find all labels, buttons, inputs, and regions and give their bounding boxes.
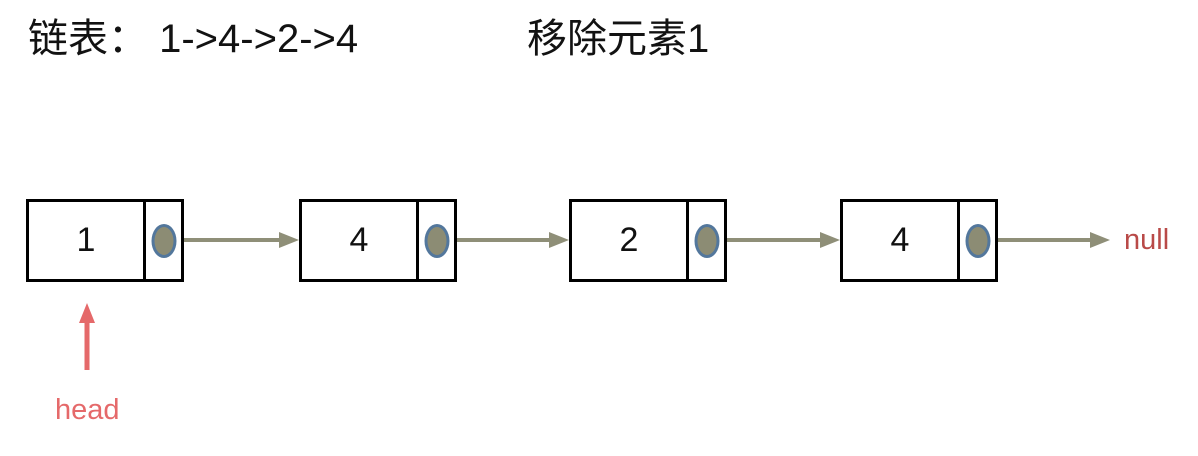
pointer-dot-icon: [965, 223, 990, 258]
list-node-1: 1: [26, 199, 184, 282]
node-value: 4: [890, 221, 910, 259]
node-pointer-cell: [686, 202, 724, 279]
null-terminator-label: null: [1124, 224, 1170, 256]
list-node-2: 4: [299, 199, 457, 282]
operation-title: 移除元素1: [527, 17, 710, 61]
node-pointer-cell: [957, 202, 995, 279]
pointer-dot-icon: [424, 223, 449, 258]
head-arrow: [79, 303, 95, 370]
link-arrow-2: [447, 232, 569, 248]
null-arrow: [988, 232, 1110, 248]
pointer-dot-icon: [151, 223, 176, 258]
list-node-3: 2: [569, 199, 727, 282]
node-value: 1: [76, 221, 96, 259]
node-pointer-cell: [143, 202, 181, 279]
list-title: 链表： 1->4->2->4: [28, 17, 359, 61]
node-value: 4: [349, 221, 369, 259]
link-arrow-1: [175, 232, 299, 248]
link-arrow-3: [717, 232, 840, 248]
pointer-dot-icon: [694, 223, 719, 258]
node-pointer-cell: [416, 202, 454, 279]
head-pointer-label: head: [55, 394, 120, 426]
list-node-4: 4: [840, 199, 998, 282]
node-value: 2: [619, 221, 639, 259]
